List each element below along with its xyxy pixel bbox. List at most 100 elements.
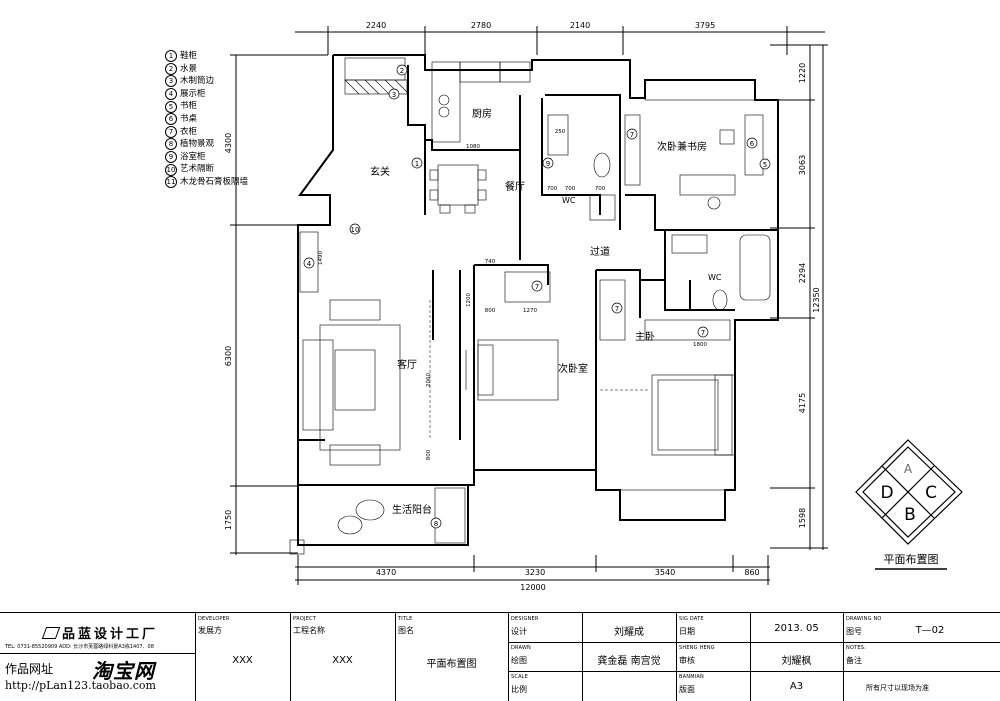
- compass-d: D: [880, 483, 893, 503]
- legend-label: 水景: [180, 63, 198, 74]
- inner-dim-12: 2060: [426, 373, 432, 387]
- dim-right-2: 3063: [798, 155, 807, 175]
- company-name: 品蓝设计工厂: [62, 627, 159, 642]
- legend-number: 8: [165, 138, 177, 151]
- dim-right-total: 12350: [812, 287, 821, 312]
- check-cn: 审核: [679, 656, 695, 665]
- legend-number: 11: [165, 176, 177, 189]
- legend-label: 衣柜: [180, 126, 198, 137]
- taobao-label: 淘宝网: [92, 659, 155, 683]
- inner-dim-7: 1200: [466, 293, 472, 307]
- dim-left-1: 4300: [224, 133, 233, 153]
- designer-cn: 设计: [511, 627, 527, 636]
- dim-top-1: 2240: [366, 21, 386, 30]
- legend-number: 10: [165, 163, 177, 176]
- notes-cn: 备注: [846, 656, 862, 665]
- inner-dim-8: 1270: [523, 308, 537, 314]
- legend-label: 木制筒边: [180, 76, 215, 87]
- inner-dim-4: 700: [595, 186, 606, 192]
- room-dining-label: 餐厅: [505, 180, 525, 193]
- compass-a: A: [904, 462, 913, 476]
- legend-label: 浴室柜: [180, 151, 206, 162]
- drawn-en: DRAWN: [511, 645, 531, 651]
- title-cn: 图名: [398, 626, 414, 635]
- drawn-cn: 绘图: [511, 656, 527, 665]
- inner-dim-3: 700: [565, 186, 576, 192]
- title-value: 平面布置图: [426, 659, 477, 670]
- scale-en: SCALE: [511, 674, 529, 680]
- room-living-label: 客厅: [397, 358, 417, 371]
- room-balcony-label: 生活阳台: [392, 503, 432, 516]
- room-corridor-label: 过道: [590, 245, 610, 258]
- room-foyer-label: 玄关: [370, 165, 390, 178]
- legend-number: 1: [165, 50, 177, 63]
- legend-label: 植物景观: [180, 139, 215, 150]
- dim-top-3: 2140: [570, 21, 590, 30]
- floor-plan-drawing: 厨房 餐厅 玄关 次卧兼书房 WC WC 过道 客厅 次卧室 主卧 生活阳台 2…: [224, 21, 963, 592]
- dim-right-5: 1598: [798, 508, 807, 528]
- svg-text:3: 3: [392, 91, 396, 99]
- dim-right-1: 1220: [798, 63, 807, 83]
- inner-dim-1: 1080: [466, 144, 480, 150]
- svg-text:8: 8: [434, 520, 438, 528]
- dim-bottom-1: 4370: [376, 568, 396, 577]
- svg-text:7: 7: [615, 305, 619, 313]
- room-wc1-label: WC: [562, 196, 576, 205]
- legend-number: 2: [165, 62, 177, 75]
- svg-text:4: 4: [307, 260, 312, 268]
- banmian-value: A3: [789, 681, 804, 692]
- dim-bottom-4: 860: [744, 568, 759, 577]
- sigdate-en: SIG DATE: [679, 616, 704, 622]
- inner-dim-10: 1800: [693, 342, 707, 348]
- compass-c: C: [925, 483, 937, 503]
- sigdate-value: 2013. 05: [774, 623, 819, 634]
- svg-text:7: 7: [630, 131, 634, 139]
- designer-en: DESIGNER: [511, 616, 539, 622]
- drawn-value: 龚金磊 南宫觉: [597, 656, 661, 667]
- legend-number: 6: [165, 113, 177, 126]
- dim-bottom-total: 12000: [520, 583, 545, 592]
- site-label: 作品网址: [5, 662, 54, 676]
- title-block: 品蓝设计工厂 TEL: 0731-85520909 ADD: 长沙市芙蓉路绿科景…: [0, 612, 1000, 701]
- inner-dim-11: 1490: [318, 251, 324, 265]
- inner-dim-2: 700: [547, 186, 558, 192]
- svg-text:7: 7: [535, 283, 539, 291]
- svg-text:7: 7: [701, 329, 705, 337]
- legend-label: 艺术隔断: [180, 164, 215, 175]
- title-en: TITLE: [398, 616, 413, 622]
- company-logo: 品蓝设计工厂: [41, 623, 159, 642]
- legend-number: 9: [165, 151, 177, 164]
- project-cn: 工程名称: [293, 626, 325, 635]
- inner-dim-13: 800: [426, 449, 432, 460]
- project-value: XXX: [332, 655, 353, 666]
- project-en: PROJECT: [293, 616, 317, 622]
- dim-bottom-2: 3230: [525, 568, 545, 577]
- inner-dim-9: 800: [485, 308, 496, 314]
- check-value: 刘耀枫: [781, 656, 812, 667]
- legend-number: 3: [165, 75, 177, 88]
- room-kitchen-label: 厨房: [472, 107, 492, 120]
- site-url[interactable]: http://pLan123.taobao.com: [5, 679, 156, 692]
- dim-top-4: 3795: [695, 21, 715, 30]
- legend-label: 木龙骨石膏板隔墙: [180, 176, 249, 187]
- company-address: TEL: 0731-85520909 ADD: 长沙市芙蓉路绿科景A3栋1407…: [5, 644, 154, 650]
- drawingno-value: T—02: [915, 625, 945, 636]
- compass-b: B: [904, 505, 916, 525]
- drawingno-en: DRAWING NO: [846, 616, 882, 622]
- svg-text:6: 6: [750, 140, 755, 148]
- dim-right-3: 2294: [798, 263, 807, 283]
- room-master-label: 主卧: [635, 330, 655, 343]
- dim-left-3: 1750: [224, 510, 233, 530]
- legend-label: 展示柜: [180, 88, 206, 99]
